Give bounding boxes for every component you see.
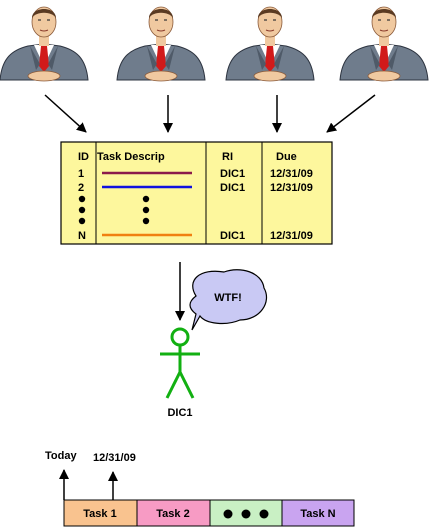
- row-id: 1: [78, 168, 84, 180]
- header-task: Task Descrip: [97, 151, 165, 163]
- speech-bubble: WTF!: [189, 269, 268, 331]
- stick-figure-left-leg: [165, 371, 182, 399]
- timeline-ellipsis: [223, 509, 269, 519]
- speech-bubble-text: WTF!: [214, 292, 241, 304]
- assignment-arrows: [44, 94, 376, 133]
- businessman-2: [116, 6, 206, 82]
- header-id: ID: [78, 151, 89, 163]
- row-id: 2: [78, 182, 84, 194]
- row-ri: DIC1: [220, 182, 245, 194]
- header-due: Due: [276, 151, 297, 163]
- task-table-background: [60, 141, 333, 245]
- timeline-segment-label: Task 2: [156, 508, 189, 520]
- id-ellipsis: [78, 195, 86, 225]
- row-due: 12/31/09: [270, 182, 313, 194]
- timeline-segment: [281, 499, 355, 527]
- row-due: 12/31/09: [270, 230, 313, 242]
- due-date-label: 12/31/09: [93, 452, 136, 464]
- arrow-1: [44, 94, 87, 133]
- timeline-segment-label: Task N: [300, 508, 335, 520]
- header-ri: RI: [222, 151, 233, 163]
- timeline-segment: [136, 499, 211, 527]
- stick-figure: [160, 327, 200, 399]
- timeline: Today 12/31/09 Task 1 Task 2 Task N: [45, 450, 355, 527]
- businessman-figures: [0, 6, 429, 82]
- row-id: N: [78, 230, 86, 242]
- row-due: 12/31/09: [270, 168, 313, 180]
- speech-bubble-shape: [189, 269, 268, 331]
- timeline-segment: [63, 499, 138, 527]
- stick-figure-head: [170, 327, 190, 347]
- stick-figure-label: DIC1: [167, 407, 192, 419]
- task-table: ID Task Descrip RI Due 1 DIC1 12/31/09 2…: [60, 141, 333, 245]
- businessman-4: [339, 6, 429, 82]
- businessman-1: [0, 6, 89, 82]
- timeline-segment-label: Task 1: [83, 508, 116, 520]
- row-ri: DIC1: [220, 230, 245, 242]
- today-label: Today: [45, 450, 77, 462]
- task-ellipsis: [142, 195, 150, 225]
- arrow-4: [326, 94, 376, 133]
- stick-figure-right-leg: [178, 371, 195, 399]
- row-ri: DIC1: [220, 168, 245, 180]
- businessman-3: [225, 6, 315, 82]
